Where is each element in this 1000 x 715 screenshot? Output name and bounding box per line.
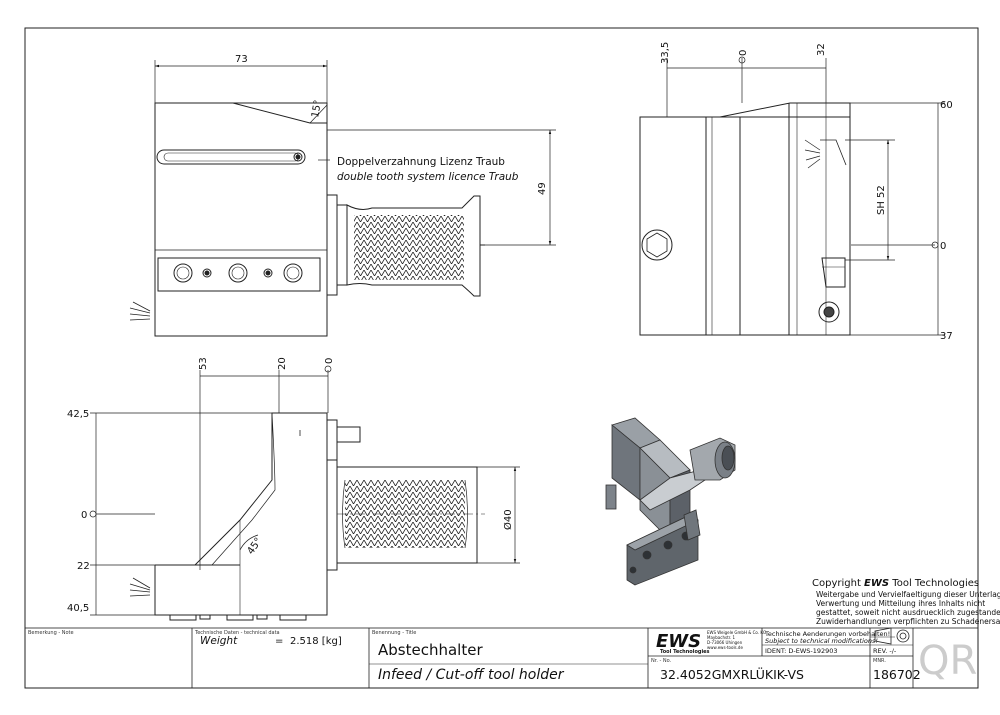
projection-symbol: [874, 627, 910, 645]
ident: IDENT: D-EWS-192903: [765, 647, 838, 655]
dim-side-bottom: 37: [940, 331, 953, 342]
dim-height-49: 49: [537, 182, 548, 195]
mnr-label: MNR.: [873, 658, 886, 664]
note-license-en: double tooth system licence Traub: [337, 171, 519, 183]
note-license-de: Doppelverzahnung Lizenz Traub: [337, 156, 505, 168]
title-de: Abstechhalter: [378, 641, 483, 659]
sheet-border: [24, 27, 979, 689]
copyright-suffix: Tool Technologies: [889, 578, 979, 589]
copyright-heading: Copyright EWS Tool Technologies: [812, 578, 979, 589]
dim-side-top: 60: [940, 100, 953, 111]
dim-bottom-left-zero: 0: [81, 510, 87, 521]
weight-eq: =: [275, 636, 283, 647]
revision: REV. -/-: [873, 647, 897, 655]
side-view: [639, 102, 851, 336]
title-block: [24, 627, 979, 689]
front-view-dimensions: [154, 60, 556, 246]
bottom-view: [129, 412, 485, 621]
dim-bottom-405: 40,5: [67, 603, 89, 614]
isometric-view: [605, 417, 736, 586]
dim-side-offset-left: 33,5: [660, 42, 671, 64]
remark-label: Bemerkung - Note: [28, 630, 74, 636]
company-line-4: www.ews-tools.de: [707, 645, 743, 650]
qr-placeholder: QR: [918, 638, 977, 684]
dim-side-sh: SH 52: [876, 185, 887, 215]
copyright-prefix: Copyright: [812, 578, 864, 589]
copyright-brand: EWS: [864, 578, 889, 589]
ews-logo: EWS Tool Technologies: [656, 631, 710, 655]
dim-bottom-425: 42,5: [67, 409, 89, 420]
part-number: 32.4052GMXRLÜKIK-VS: [660, 666, 804, 682]
dim-bottom-53: 53: [198, 357, 209, 370]
weight-label: Weight: [200, 635, 238, 647]
company-line-3: D-73066 Uhingen: [707, 640, 743, 645]
ews-logo-text: EWS: [656, 631, 701, 652]
copyright-line-4: Zuwiderhandlungen verpflichten zu Schade…: [816, 617, 1000, 626]
changes-en: Subject to technical modifications!: [765, 637, 878, 645]
company-line-2: Maybachstr. 1: [707, 635, 735, 640]
dim-bottom-22: 22: [77, 561, 90, 572]
dim-chamfer-angle: 15°: [310, 99, 324, 118]
side-view-dimensions: [666, 58, 945, 336]
number-label: Nr. - No.: [651, 658, 672, 664]
weight-value: 2.518 [kg]: [290, 636, 342, 647]
dim-bottom-20: 20: [277, 357, 288, 370]
dim-shank-diameter: Ø40: [502, 509, 514, 530]
title-label: Benennung - Title: [372, 630, 416, 636]
copyright-line-2: Verwertung und Mitteilung ihres Inhalts …: [816, 599, 985, 608]
dim-front-width: 73: [235, 54, 248, 65]
dim-side-zero: 0: [738, 50, 749, 56]
mnr-number: 186702: [873, 667, 921, 682]
company-line-1: EWS Weigele GmbH & Co. KG: [707, 630, 766, 635]
tech-data-label: Technische Daten - technical data: [194, 630, 280, 636]
dim-side-offset-right: 32: [816, 43, 827, 56]
copyright-line-3: gestattet, soweit nicht ausdruecklich zu…: [816, 608, 1000, 617]
dim-side-right-zero: 0: [940, 241, 946, 252]
title-en: Infeed / Cut-off tool holder: [378, 667, 565, 683]
changes-de: Technische Aenderungen vorbehalten!: [764, 630, 890, 638]
front-view: [129, 102, 485, 337]
ews-logo-sub: Tool Technologies: [660, 649, 710, 655]
copyright-line-1: Weitergabe und Vervielfaeltigung dieser …: [816, 590, 1000, 599]
dim-bottom-angle: 45°: [245, 536, 264, 557]
dim-bottom-zero: 0: [324, 358, 335, 364]
